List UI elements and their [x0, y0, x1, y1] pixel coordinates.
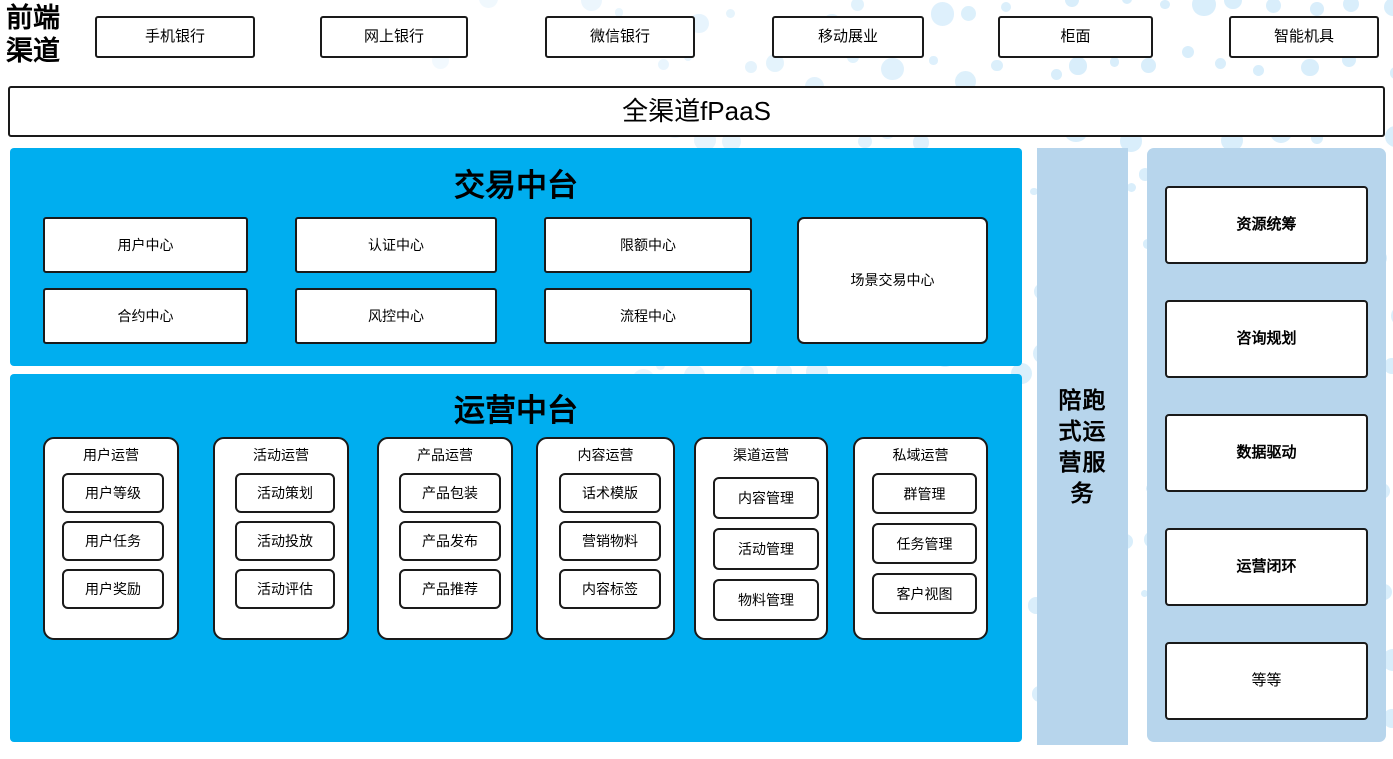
op-group-private-domain-operation[interactable]: 私域运营 群管理 任务管理 客户视图 [853, 437, 988, 640]
op-sub-box-marketing-material[interactable]: 营销物料 [559, 521, 661, 561]
tx-box-contract-center[interactable]: 合约中心 [43, 288, 248, 344]
decorative-dot [581, 0, 603, 12]
accompany-operation-service-column: 陪跑式运营服务 [1037, 148, 1128, 745]
op-group-title-content-operation: 内容运营 [577, 447, 634, 463]
op-sub-box-customer-view[interactable]: 客户视图 [872, 573, 977, 614]
channel-box-wechat-bank[interactable]: 微信银行 [545, 16, 695, 58]
op-sub-box-campaign-evaluation[interactable]: 活动评估 [235, 569, 335, 609]
channel-box-counter[interactable]: 柜面 [998, 16, 1153, 58]
decorative-dot [850, 0, 865, 12]
decorative-dot [725, 8, 736, 19]
decorative-dot [1121, 0, 1133, 4]
decorative-dot [960, 6, 976, 22]
op-sub-box-script-template[interactable]: 话术模版 [559, 473, 661, 513]
tx-box-auth-center[interactable]: 认证中心 [295, 217, 497, 273]
decorative-dot [1160, 0, 1170, 10]
op-sub-box-campaign-management[interactable]: 活动管理 [713, 528, 819, 570]
op-group-campaign-operation[interactable]: 活动运营 活动策划 活动投放 活动评估 [213, 437, 349, 640]
decorative-dot [991, 59, 1003, 72]
decorative-dot [1342, 0, 1360, 13]
decorative-dot [930, 2, 955, 26]
op-sub-box-task-management[interactable]: 任务管理 [872, 523, 977, 564]
service-box-etc[interactable]: 等等 [1165, 642, 1368, 720]
channel-box-mobile-bank[interactable]: 手机银行 [95, 16, 255, 58]
decorative-dot [1310, 1, 1324, 16]
op-sub-box-content-management[interactable]: 内容管理 [713, 477, 819, 519]
omnichannel-fpaas-bar[interactable]: 全渠道fPaaS [8, 86, 1385, 137]
op-group-product-operation[interactable]: 产品运营 产品包装 产品发布 产品推荐 [377, 437, 513, 640]
tx-box-risk-center[interactable]: 风控中心 [295, 288, 497, 344]
op-group-content-operation[interactable]: 内容运营 话术模版 营销物料 内容标签 [536, 437, 675, 640]
op-sub-box-campaign-planning[interactable]: 活动策划 [235, 473, 335, 513]
decorative-dot [929, 56, 938, 65]
op-sub-box-product-recommendation[interactable]: 产品推荐 [399, 569, 501, 609]
transaction-center-title: 交易中台 [454, 168, 578, 203]
front-end-label-line1: 前端 [6, 3, 60, 33]
decorative-dot [1383, 0, 1393, 17]
channel-box-mobile-field[interactable]: 移动展业 [772, 16, 924, 58]
decorative-dot [1224, 0, 1242, 9]
service-box-operation-closed-loop[interactable]: 运营闭环 [1165, 528, 1368, 606]
op-sub-box-user-reward[interactable]: 用户奖励 [62, 569, 164, 609]
decorative-dot [1050, 68, 1062, 81]
decorative-dot [881, 57, 904, 81]
op-group-title-campaign-operation: 活动运营 [253, 447, 309, 463]
decorative-dot [1301, 58, 1319, 76]
decorative-dot [744, 61, 757, 74]
op-group-user-operation[interactable]: 用户运营 用户等级 用户任务 用户奖励 [43, 437, 179, 640]
op-sub-box-user-level[interactable]: 用户等级 [62, 473, 164, 513]
decorative-dot [1385, 126, 1393, 148]
tx-box-process-center[interactable]: 流程中心 [544, 288, 752, 344]
channel-box-online-bank[interactable]: 网上银行 [320, 16, 468, 58]
service-box-data-driven[interactable]: 数据驱动 [1165, 414, 1368, 492]
transaction-center-panel: 交易中台 用户中心 认证中心 限额中心 合约中心 风控中心 流程中心 场景交易中… [10, 148, 1022, 366]
front-end-label-line2: 渠道 [6, 36, 60, 66]
op-sub-box-user-task[interactable]: 用户任务 [62, 521, 164, 561]
decorative-dot [478, 0, 498, 8]
op-sub-box-product-packaging[interactable]: 产品包装 [399, 473, 501, 513]
op-group-title-private-domain-operation: 私域运营 [892, 447, 949, 463]
front-end-channel-label: 前端 渠道 [6, 2, 84, 68]
service-box-resource-coordination[interactable]: 资源统筹 [1165, 186, 1368, 264]
service-panel: 资源统筹 咨询规划 数据驱动 运营闭环 等等 [1147, 148, 1386, 742]
decorative-dot [1191, 0, 1216, 17]
channel-box-smart-machine[interactable]: 智能机具 [1229, 16, 1379, 58]
op-group-title-product-operation: 产品运营 [417, 447, 473, 463]
decorative-dot [1109, 57, 1120, 67]
op-sub-box-campaign-delivery[interactable]: 活动投放 [235, 521, 335, 561]
decorative-dot [1000, 1, 1011, 13]
accompany-operation-service-label: 陪跑式运营服务 [1058, 386, 1107, 506]
tx-box-limit-center[interactable]: 限额中心 [544, 217, 752, 273]
op-group-channel-operation[interactable]: 渠道运营 内容管理 活动管理 物料管理 [694, 437, 828, 640]
decorative-dot [1215, 58, 1227, 70]
op-sub-box-product-release[interactable]: 产品发布 [399, 521, 501, 561]
op-group-title-channel-operation: 渠道运营 [733, 447, 789, 463]
service-box-consulting-planning[interactable]: 咨询规划 [1165, 300, 1368, 378]
decorative-dot [657, 58, 670, 71]
op-group-title-user-operation: 用户运营 [83, 447, 139, 463]
op-sub-box-material-management[interactable]: 物料管理 [713, 579, 819, 621]
tx-box-user-center[interactable]: 用户中心 [43, 217, 248, 273]
op-sub-box-group-management[interactable]: 群管理 [872, 473, 977, 514]
decorative-dot [1126, 182, 1137, 193]
operation-center-title: 运营中台 [454, 393, 578, 428]
decorative-dot [1181, 46, 1195, 59]
decorative-dot [1265, 0, 1282, 13]
tx-box-scenario-transaction-center[interactable]: 场景交易中心 [797, 217, 988, 344]
decorative-dot [1064, 0, 1080, 8]
decorative-dot [1140, 58, 1156, 74]
operation-center-panel: 运营中台 用户运营 用户等级 用户任务 用户奖励 活动运营 活动策划 活动投放 … [10, 374, 1022, 742]
decorative-dot [1069, 57, 1087, 75]
decorative-dot [1253, 65, 1265, 77]
op-sub-box-content-tag[interactable]: 内容标签 [559, 569, 661, 609]
